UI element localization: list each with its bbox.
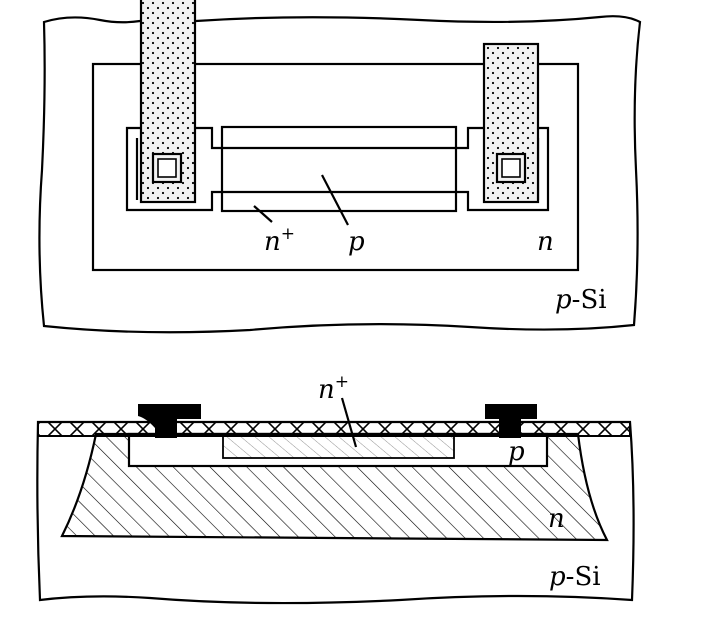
cross-p-label: p	[508, 437, 525, 467]
cross-n-label: n	[548, 504, 565, 534]
top-right-contact-inner	[501, 158, 521, 178]
top-n-plus-label: n+	[264, 224, 295, 257]
cross-n-plus-leader	[340, 397, 358, 448]
cross-substrate-outline	[36, 420, 635, 605]
top-substrate-outline	[38, 15, 642, 334]
top-n-well	[91, 62, 580, 272]
cross-section: n+ p n p-Si	[36, 372, 635, 605]
cross-right-metal-contact	[485, 404, 537, 438]
top-n-plus-leader	[253, 205, 273, 223]
cross-oxide-layer	[37, 421, 631, 437]
top-p-diffusion	[125, 126, 550, 212]
top-n-plus-region	[220, 125, 458, 213]
top-view: n+ p n p-Si	[38, 0, 642, 334]
cross-n-plus-label: n+	[318, 372, 349, 405]
cross-substrate-label: p-Si	[549, 562, 601, 592]
top-n-label: n	[537, 227, 554, 257]
cross-n-plus-diffusion	[222, 435, 455, 459]
top-p-leader	[321, 174, 349, 226]
cross-left-metal-contact	[138, 404, 201, 438]
top-p-label: p	[348, 227, 365, 257]
top-substrate-label: p-Si	[555, 285, 607, 315]
top-left-contact-inner	[157, 158, 177, 178]
